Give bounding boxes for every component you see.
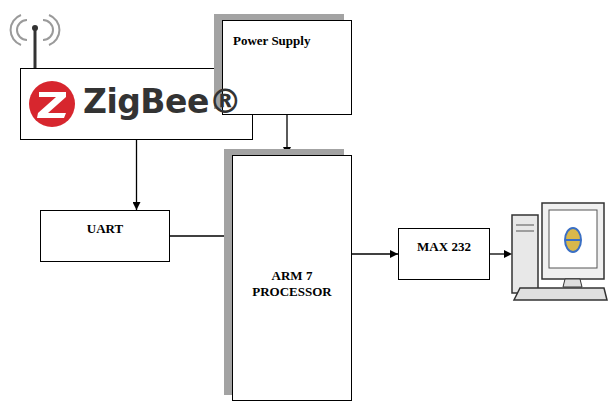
connector-arrow xyxy=(136,140,137,210)
antenna-mast xyxy=(34,28,37,68)
uart-box: UART xyxy=(40,210,170,262)
power-supply-box: Power Supply xyxy=(222,20,352,115)
node-label: MAX 232 xyxy=(417,239,471,255)
connector-arrow xyxy=(352,253,398,254)
node-label: UART xyxy=(87,221,123,237)
zigbee-module: ZigBee® xyxy=(20,68,253,140)
connector-arrow xyxy=(286,115,287,155)
arrow-to-computer xyxy=(490,253,505,254)
max232-box: MAX 232 xyxy=(398,228,490,280)
arrow-head xyxy=(504,250,512,258)
node-label: ARM 7 PROCESSOR xyxy=(245,268,339,300)
node-label: ZigBee® xyxy=(83,82,241,121)
antenna-tip xyxy=(32,25,38,31)
node-label: Power Supply xyxy=(233,33,310,49)
computer-symbol xyxy=(512,203,607,300)
processor-box: ARM 7 PROCESSOR xyxy=(232,155,352,401)
connector-arrow xyxy=(170,235,232,236)
zigbee-logo xyxy=(28,80,76,128)
